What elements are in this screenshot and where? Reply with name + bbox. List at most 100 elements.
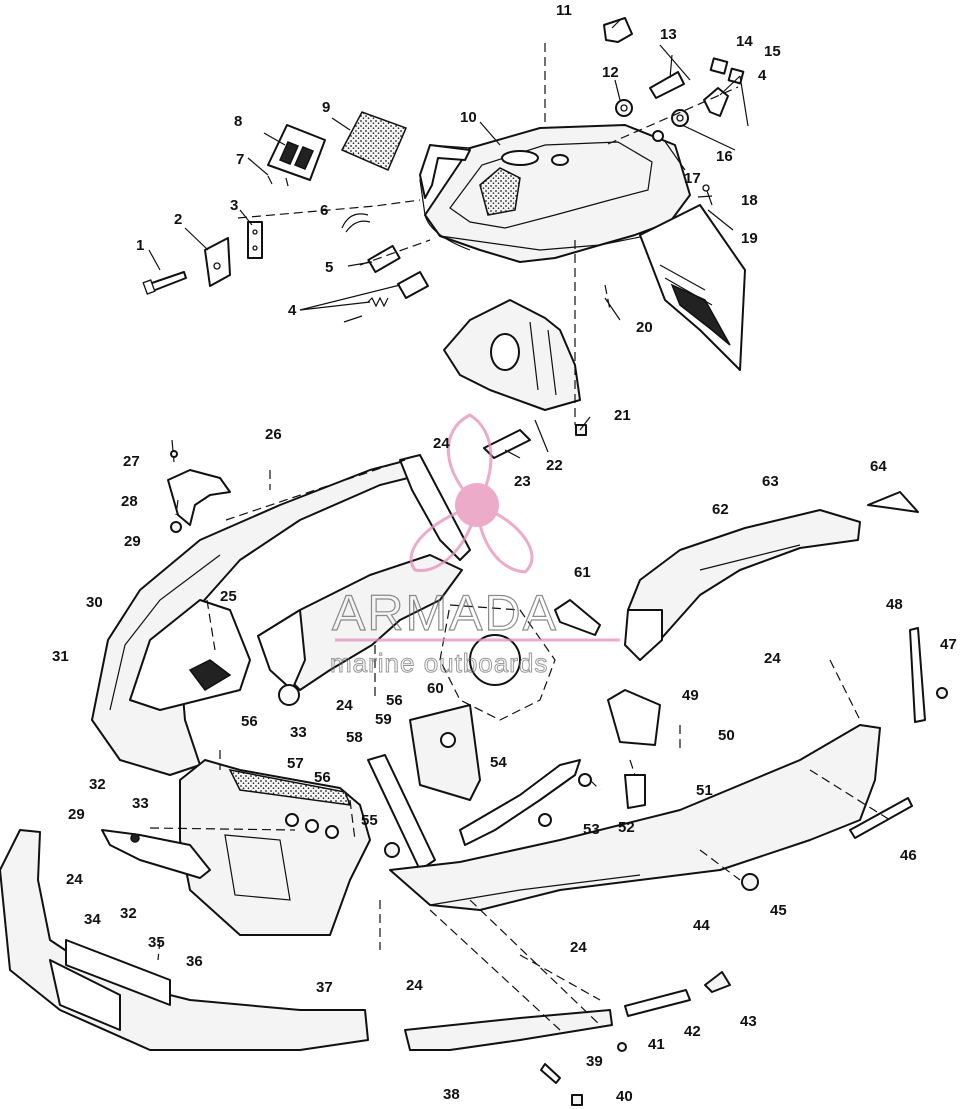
callout-23: 23 xyxy=(514,473,531,490)
center-bracket xyxy=(257,554,463,706)
lower-rail-38 xyxy=(404,1009,613,1051)
grommet-12 xyxy=(615,99,633,117)
part-52 xyxy=(578,773,592,787)
callout-60: 60 xyxy=(427,680,444,697)
callout-4b: 4 xyxy=(758,67,767,84)
callout-7: 7 xyxy=(236,151,244,168)
brace-58 xyxy=(367,754,436,871)
callout-64: 64 xyxy=(870,458,887,475)
callout-33b: 33 xyxy=(132,795,149,812)
spring-fastener-4 xyxy=(343,271,429,323)
callout-41: 41 xyxy=(648,1036,665,1053)
callout-33a: 33 xyxy=(290,724,307,741)
hinge-4 xyxy=(703,87,729,117)
callout-18: 18 xyxy=(741,192,758,209)
callout-34: 34 xyxy=(84,911,101,928)
screw-27 xyxy=(170,439,178,463)
callout-58: 58 xyxy=(346,729,363,746)
grommet-45 xyxy=(741,873,759,891)
part-53 xyxy=(538,813,552,827)
hinge-49 xyxy=(607,689,661,746)
callout-24f: 24 xyxy=(406,977,423,994)
callout-43: 43 xyxy=(740,1013,757,1030)
callout-5: 5 xyxy=(325,259,333,276)
callout-27: 27 xyxy=(123,453,140,470)
switch-panel-8 xyxy=(267,124,326,181)
callout-11: 11 xyxy=(556,2,572,19)
screw-7 xyxy=(267,175,289,187)
decal-61 xyxy=(554,599,601,636)
callout-63: 63 xyxy=(762,473,779,490)
callout-44: 44 xyxy=(693,917,710,934)
callout-16: 16 xyxy=(716,148,733,165)
callout-47: 47 xyxy=(940,636,957,653)
decal-9 xyxy=(340,111,408,171)
callout-59: 59 xyxy=(375,711,392,728)
callout-48: 48 xyxy=(886,596,903,613)
bracket-59 xyxy=(409,704,481,801)
callout-labels: 1 2 3 4 4 5 6 7 8 9 10 11 12 13 14 15 16… xyxy=(52,2,957,1105)
hood-side-rail xyxy=(419,144,471,199)
callout-12: 12 xyxy=(602,64,619,81)
center-component-60 xyxy=(439,604,556,721)
grille-32 xyxy=(101,829,211,879)
callout-37: 37 xyxy=(316,979,333,996)
callout-28: 28 xyxy=(121,493,138,510)
callout-38: 38 xyxy=(443,1086,460,1103)
callout-57: 57 xyxy=(287,755,304,772)
callout-31: 31 xyxy=(52,648,69,665)
callout-1: 1 xyxy=(136,237,144,254)
watermark-tagline: marine outboards xyxy=(330,648,548,678)
callout-21: 21 xyxy=(614,407,631,424)
inner-panel-25 xyxy=(129,599,251,711)
callout-13: 13 xyxy=(660,26,677,43)
callout-40: 40 xyxy=(616,1088,633,1105)
callout-2: 2 xyxy=(174,211,182,228)
bracket-2 xyxy=(204,237,231,287)
bolt-39 xyxy=(540,1063,561,1084)
callout-24a: 24 xyxy=(433,435,450,452)
callout-61: 61 xyxy=(574,564,591,581)
callout-62: 62 xyxy=(712,501,729,518)
hood-assembly xyxy=(419,124,691,263)
callout-36: 36 xyxy=(186,953,203,970)
callout-3: 3 xyxy=(230,197,238,214)
front-bumper-34 xyxy=(0,829,369,1051)
callout-8: 8 xyxy=(234,113,242,130)
windshield-panel xyxy=(639,204,746,371)
watermark-brand: ARMADA xyxy=(332,585,558,641)
hose-6 xyxy=(341,213,371,233)
callout-10: 10 xyxy=(460,109,477,126)
callout-22: 22 xyxy=(546,457,563,474)
callout-51: 51 xyxy=(696,782,713,799)
watermark: ARMADA marine outboards xyxy=(330,413,620,679)
running-board-44 xyxy=(389,724,881,911)
callout-35: 35 xyxy=(148,934,165,951)
callout-45: 45 xyxy=(770,902,787,919)
callout-4a: 4 xyxy=(288,302,297,319)
block-43 xyxy=(704,971,731,993)
fitting-5 xyxy=(347,244,401,274)
callout-14: 14 xyxy=(736,33,753,50)
callout-56b: 56 xyxy=(386,692,403,709)
washer-29a xyxy=(170,521,182,533)
bracket-48 xyxy=(909,627,926,723)
strap-54 xyxy=(459,759,581,846)
watermark-propeller-icon xyxy=(409,413,534,574)
clip-64 xyxy=(867,491,919,513)
nut-47 xyxy=(936,687,948,699)
callout-17: 17 xyxy=(684,170,701,187)
bolt-1 xyxy=(142,271,187,295)
callout-32b: 32 xyxy=(120,905,137,922)
bracket-13 xyxy=(649,71,685,99)
callout-42: 42 xyxy=(684,1023,701,1040)
callout-24e: 24 xyxy=(570,939,587,956)
callout-19: 19 xyxy=(741,230,758,247)
callout-29b: 29 xyxy=(68,806,85,823)
callout-32a: 32 xyxy=(89,776,106,793)
callout-49: 49 xyxy=(682,687,699,704)
pad-14 xyxy=(709,57,729,75)
callout-30: 30 xyxy=(86,594,103,611)
washer-55 xyxy=(384,842,400,858)
